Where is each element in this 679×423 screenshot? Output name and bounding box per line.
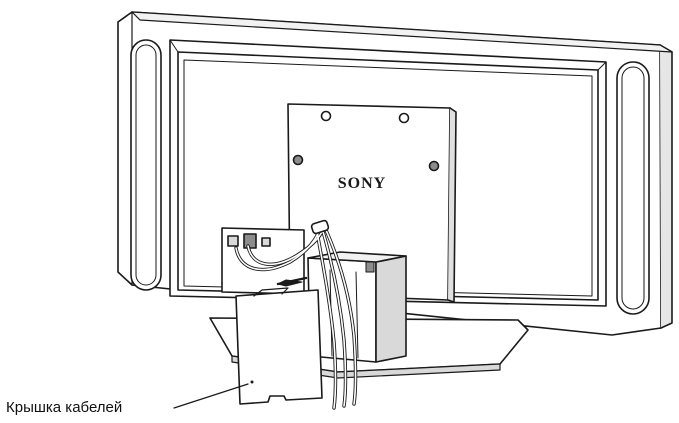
stand-neck-side	[375, 255, 407, 363]
screw-icon	[428, 160, 440, 172]
stand-base-rim	[231, 355, 501, 379]
cable-bundle-highlight	[235, 225, 357, 409]
screw-icon	[398, 112, 410, 124]
cable-clamp	[310, 219, 330, 235]
stand-neck-slot	[365, 261, 375, 273]
cable-core	[315, 225, 337, 409]
cable-core	[325, 229, 357, 405]
cable-core	[235, 227, 321, 271]
speaker-right	[616, 61, 650, 315]
connector-jack	[243, 233, 257, 249]
rear-housing-bevel-2	[597, 61, 607, 71]
tv-top-bevel	[131, 11, 673, 53]
cable-cover-body	[235, 289, 323, 405]
arrow-left-shaft	[276, 276, 308, 286]
cable-cover-label: Крышка кабелей	[6, 399, 123, 416]
connector-jack	[227, 235, 239, 247]
screw-icon	[292, 154, 304, 166]
cable-cover-tab	[253, 287, 289, 297]
mounting-plate-edge	[447, 107, 457, 303]
speaker-left-inner	[135, 44, 157, 286]
connector-jack	[261, 237, 271, 247]
tv-right-edge	[659, 44, 673, 329]
cable-cover-dot	[250, 380, 254, 384]
brand-logo: SONY	[338, 175, 386, 192]
callout-leader	[173, 383, 249, 409]
cable-core	[247, 225, 325, 265]
speaker-left	[130, 39, 162, 291]
cable-core	[321, 227, 347, 407]
speaker-right-inner	[621, 66, 645, 310]
rear-housing-inset	[183, 59, 593, 297]
rear-housing-bevel-1	[169, 39, 179, 53]
screw-icon	[320, 110, 332, 122]
stand-neck-groove	[355, 271, 359, 359]
cable-cover	[235, 287, 323, 405]
